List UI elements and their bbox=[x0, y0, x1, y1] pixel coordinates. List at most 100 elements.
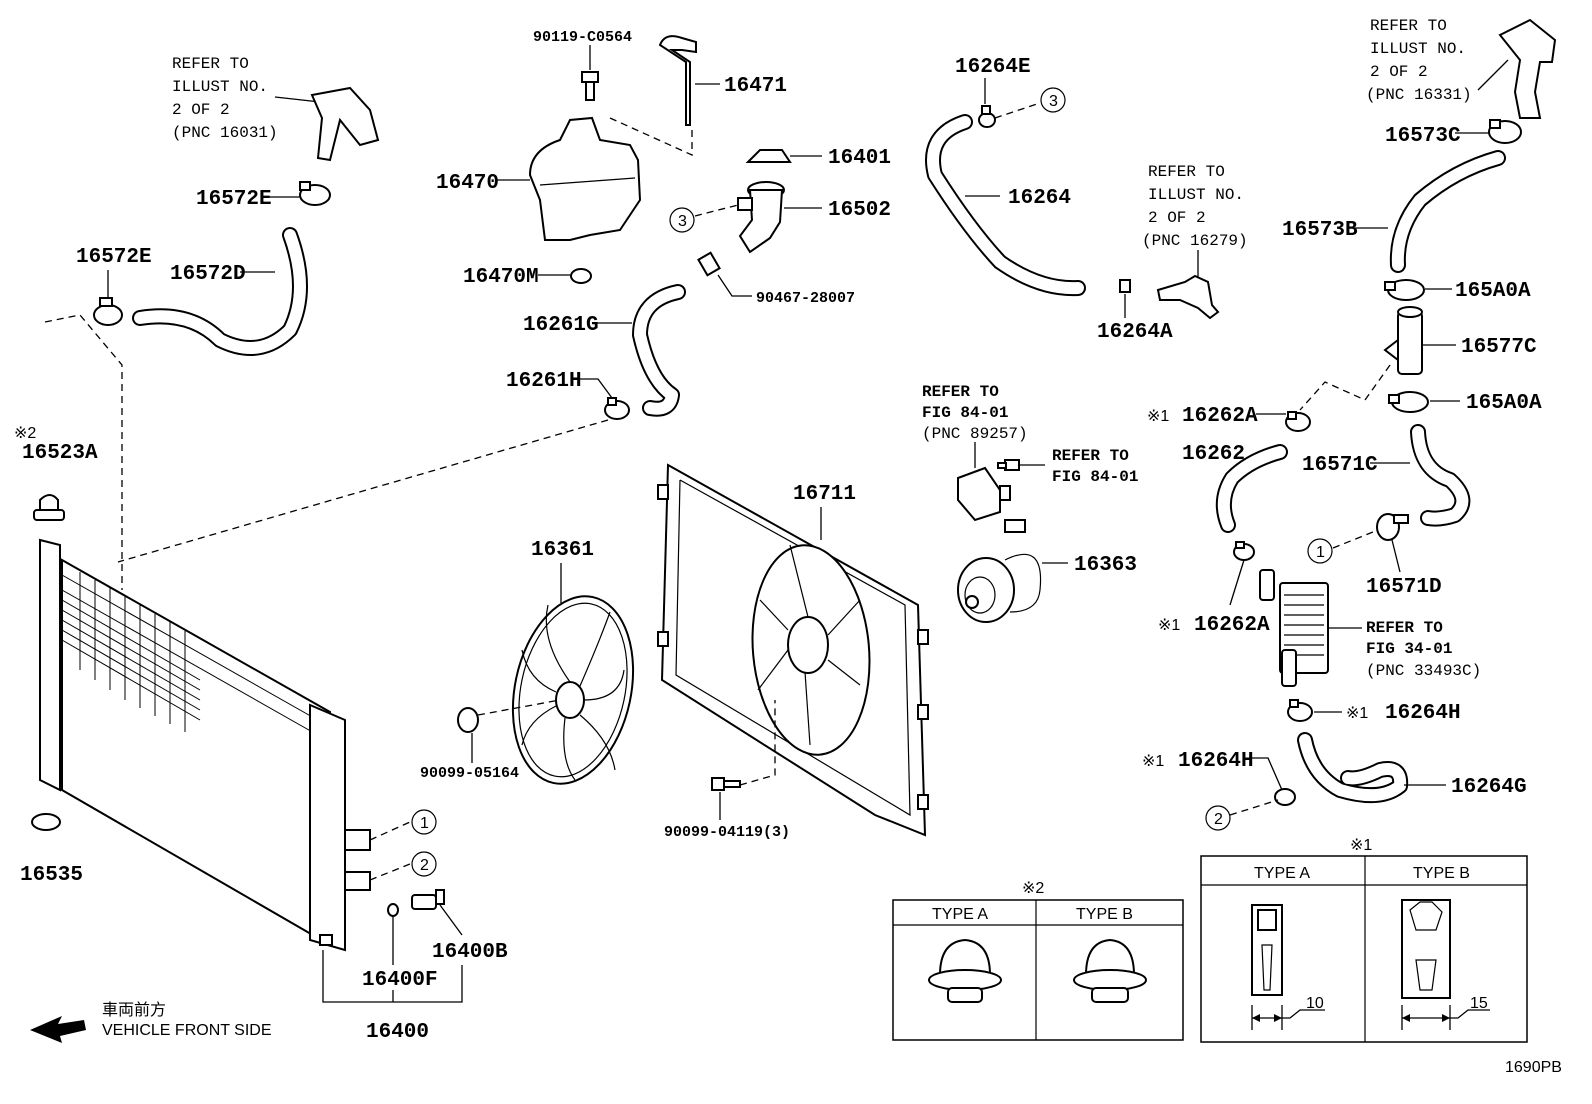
dim-type-b: 15 bbox=[1470, 995, 1488, 1012]
cap-16401 bbox=[745, 149, 792, 163]
part-16264h-label-top: 16264H bbox=[1385, 702, 1461, 725]
part-16573c-label: 16573C bbox=[1385, 125, 1461, 148]
part-16573b-label: 16573B bbox=[1282, 219, 1358, 242]
note2-mark-left: ※2 bbox=[14, 425, 36, 442]
radiator-right-tank bbox=[309, 703, 346, 952]
part-90467-label: 90467-28007 bbox=[756, 290, 855, 307]
front-en-label: VEHICLE FRONT SIDE bbox=[102, 1022, 272, 1039]
note1-mark-16262a-bottom: ※1 bbox=[1158, 617, 1180, 634]
part-16572d-label: 16572D bbox=[170, 263, 246, 286]
ref-16031-line2: ILLUST NO. bbox=[172, 78, 268, 96]
note1-mark-16264h-top: ※1 bbox=[1346, 705, 1368, 722]
part-16577c-label: 16577C bbox=[1461, 336, 1537, 359]
diagram-code: 1690PB bbox=[1505, 1059, 1562, 1076]
water-outlet-16031 bbox=[310, 86, 380, 162]
bolt-90099-04119 bbox=[711, 777, 741, 791]
part-16535-label: 16535 bbox=[20, 864, 83, 887]
part-90099-04119-label: 90099-04119(3) bbox=[664, 824, 790, 841]
clamp-16261h bbox=[604, 397, 630, 420]
callout-circle-3-filler bbox=[669, 207, 695, 233]
fitting-16279 bbox=[1156, 274, 1220, 320]
radiator-drain bbox=[319, 934, 333, 946]
overflow-pipe-16471 bbox=[658, 35, 697, 126]
part-165a0a-label-bottom: 165A0A bbox=[1466, 392, 1542, 415]
ref-16331-line1: REFER TO bbox=[1370, 17, 1447, 35]
callout-2-radiator: 2 bbox=[420, 857, 429, 874]
ref-33493-line3: (PNC 33493C) bbox=[1366, 662, 1481, 680]
clamp-16262a-top bbox=[1285, 411, 1311, 432]
table1-type-a: TYPE A bbox=[1254, 865, 1310, 882]
part-16523a-label: 16523A bbox=[22, 442, 98, 465]
radiator-core-fins bbox=[61, 572, 331, 743]
part-16262a-label-top: 16262A bbox=[1182, 405, 1258, 428]
ref-8401-line1: REFER TO bbox=[1052, 447, 1129, 465]
cap-16535 bbox=[31, 813, 61, 831]
table2-type-b: TYPE B bbox=[1076, 906, 1133, 923]
callout-circle-3-hose bbox=[1040, 87, 1066, 113]
callout-3-filler: 3 bbox=[678, 213, 687, 230]
clamp-16264h-top bbox=[1287, 699, 1313, 722]
radiator-core bbox=[61, 558, 331, 947]
leader-dashed-16261h bbox=[117, 419, 609, 563]
ref-89257-line2: FIG 84-01 bbox=[922, 404, 1008, 422]
part-16470m-label: 16470M bbox=[463, 266, 539, 289]
radiator-left-tank bbox=[39, 538, 61, 792]
ref-16279-line2: ILLUST NO. bbox=[1148, 186, 1244, 204]
clamp-16572e-top bbox=[299, 181, 331, 206]
table2-mark: ※2 bbox=[1022, 880, 1044, 897]
ref-89257-line3: (PNC 89257) bbox=[922, 425, 1028, 443]
part-16571c-label: 16571C bbox=[1302, 454, 1378, 477]
part-16264g-label: 16264G bbox=[1451, 776, 1527, 799]
hose-16572d bbox=[132, 227, 308, 356]
part-16361-label: 16361 bbox=[531, 539, 594, 562]
clamp-165a0a-top bbox=[1384, 279, 1425, 301]
ref-16331-line2: ILLUST NO. bbox=[1370, 40, 1466, 58]
bolt-90119 bbox=[581, 71, 599, 101]
ref-16279-line4: (PNC 16279) bbox=[1142, 232, 1248, 250]
part-16264h-label-bottom: 16264H bbox=[1178, 750, 1254, 773]
ref-16031-line1: REFER TO bbox=[172, 55, 249, 73]
part-16400b-label: 16400B bbox=[432, 941, 508, 964]
callout-circle-1-radiator bbox=[411, 809, 437, 835]
table2-type-a: TYPE A bbox=[932, 906, 988, 923]
part-16401-label: 16401 bbox=[828, 147, 891, 170]
thermostat-16577c bbox=[1383, 306, 1423, 375]
part-165a0a-label-top: 165A0A bbox=[1455, 280, 1531, 303]
part-16571d-label: 16571D bbox=[1366, 576, 1442, 599]
part-16400f-label: 16400F bbox=[362, 969, 438, 992]
ref-8401-line2: FIG 84-01 bbox=[1052, 468, 1138, 486]
type-table-note1: ※1 TYPE A TYPE B 10 15 bbox=[1200, 837, 1528, 1043]
ref-16279-line1: REFER TO bbox=[1148, 163, 1225, 181]
ref-16031-line4: (PNC 16031) bbox=[172, 124, 278, 142]
reservoir-tank-16470 bbox=[528, 116, 642, 241]
clamp-16264a bbox=[1119, 279, 1131, 293]
note1-mark-16262a-top: ※1 bbox=[1147, 408, 1169, 425]
clamp-16573c bbox=[1488, 119, 1522, 144]
part-16572e-label-top: 16572E bbox=[196, 188, 272, 211]
part-16470-label: 16470 bbox=[436, 172, 499, 195]
part-16264e-label: 16264E bbox=[955, 56, 1031, 79]
callout-circle-2-right bbox=[1205, 805, 1231, 831]
part-16711-label: 16711 bbox=[793, 483, 856, 506]
part-16471-label: 16471 bbox=[724, 75, 787, 98]
note1-mark-16264h-bottom: ※1 bbox=[1142, 753, 1164, 770]
callout-3-hose: 3 bbox=[1049, 93, 1058, 110]
front-arrow-icon bbox=[30, 1016, 86, 1043]
type-table-note2: ※2 TYPE A TYPE B bbox=[892, 880, 1184, 1041]
clamp-16264h-bottom bbox=[1274, 788, 1296, 806]
radiator-upper-outlet bbox=[344, 829, 371, 851]
fan-motor-16363 bbox=[957, 519, 1042, 623]
screw-8401 bbox=[997, 459, 1020, 471]
o-ring-16400f bbox=[387, 903, 399, 917]
clamp-type-b-illustration: 15 bbox=[1401, 899, 1490, 1030]
clamp-16571d bbox=[1376, 513, 1409, 541]
ref-33493-line2: FIG 34-01 bbox=[1366, 640, 1452, 658]
part-16262a-label-bottom: 16262A bbox=[1194, 614, 1270, 637]
radiator-assembly bbox=[39, 538, 371, 952]
part-16262-label: 16262 bbox=[1182, 443, 1245, 466]
front-jp-label: 車両前方 bbox=[102, 1001, 166, 1019]
ref-16331-line4: (PNC 16331) bbox=[1366, 86, 1472, 104]
clamp-165a0a-bottom bbox=[1388, 391, 1429, 413]
